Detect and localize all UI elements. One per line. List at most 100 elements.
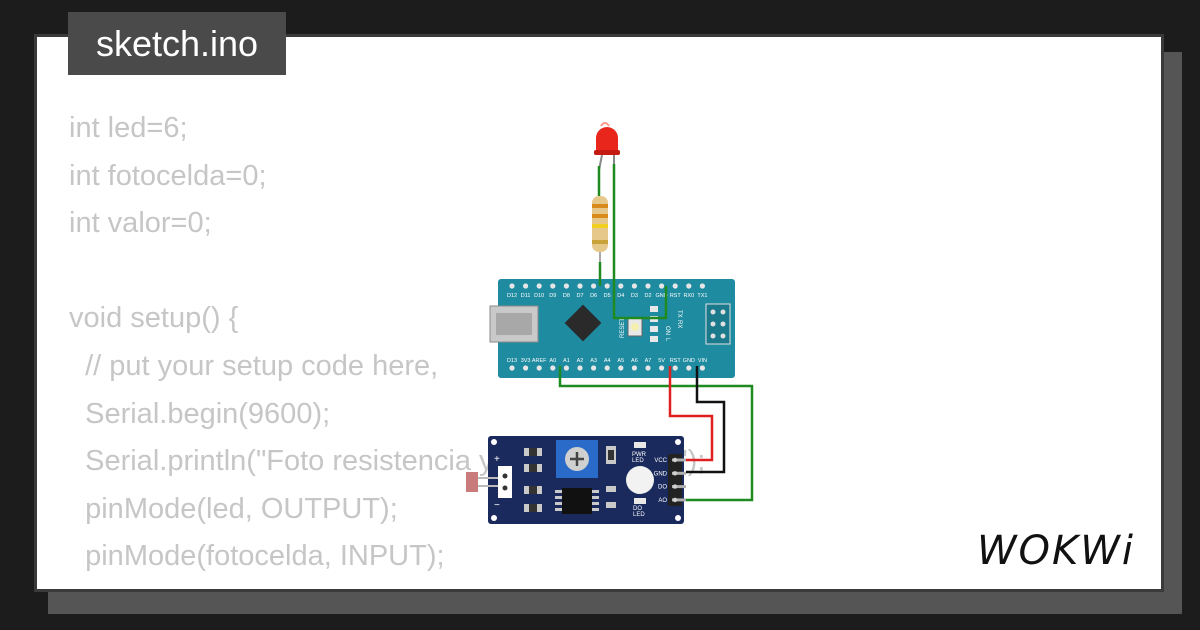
status-label-rx: RX xyxy=(676,320,682,328)
board-pin[interactable] xyxy=(631,283,638,289)
pin-label: D10 xyxy=(534,293,544,299)
pin-label: AREF xyxy=(532,358,547,364)
code-line: pinMode(led, OUTPUT); xyxy=(69,492,398,525)
pin-label: A3 xyxy=(590,358,597,364)
board-pin[interactable] xyxy=(699,365,706,371)
board-pin[interactable] xyxy=(672,283,678,289)
board-pin[interactable] xyxy=(509,365,515,371)
board-pin[interactable] xyxy=(523,365,529,371)
sensor-pin-label: VCC xyxy=(654,458,667,464)
sensor-pin[interactable] xyxy=(672,458,686,462)
board-pin[interactable] xyxy=(604,365,610,371)
sensor-pin-label: GND xyxy=(654,471,668,477)
board-pin[interactable] xyxy=(536,365,542,371)
board-pin[interactable] xyxy=(550,365,556,371)
sensor-pin[interactable] xyxy=(672,471,686,475)
wokwi-logo-text: WOKWi xyxy=(977,528,1135,574)
mount-hole xyxy=(491,515,497,521)
red-led[interactable] xyxy=(594,122,620,171)
pin-label: D4 xyxy=(617,293,624,299)
resistor-band-4 xyxy=(592,240,608,244)
board-pin[interactable] xyxy=(618,365,624,371)
sensor-pin[interactable] xyxy=(672,498,686,502)
board-pin[interactable] xyxy=(604,283,610,289)
mcu-chip xyxy=(564,304,602,342)
board-pin[interactable] xyxy=(618,283,624,289)
bottom-pin-row xyxy=(509,365,706,371)
board-pin[interactable] xyxy=(563,283,570,289)
pin-label: D5 xyxy=(604,293,611,299)
resistor-band-1 xyxy=(592,204,608,208)
pin-label: D11 xyxy=(521,293,531,299)
board-pin[interactable] xyxy=(550,283,556,289)
board-pin[interactable] xyxy=(699,283,706,289)
board-pin[interactable] xyxy=(686,365,692,371)
resistor-band-2 xyxy=(592,214,608,218)
pin-label: VIN xyxy=(698,358,707,364)
board-pin[interactable] xyxy=(591,283,597,289)
pin-label: 3V3 xyxy=(521,358,531,364)
code-line: int fotocelda=0; xyxy=(69,159,267,192)
wire-a0-ao xyxy=(558,366,754,502)
pin-label: RX0 xyxy=(683,293,694,299)
mount-hole xyxy=(491,439,497,445)
pin-label: TX1 xyxy=(697,293,707,299)
board-pin[interactable] xyxy=(523,283,529,289)
pin-label: 5V xyxy=(658,358,665,364)
do-led-label-2: LED xyxy=(633,512,645,518)
wire-led-gnd xyxy=(612,164,668,320)
pin-label: A5 xyxy=(617,358,624,364)
usb-port-inner xyxy=(496,313,532,335)
sensor-pin-label: AO xyxy=(658,498,667,504)
sensor-pin-hole xyxy=(672,457,678,463)
code-line: Serial.begin(9600); xyxy=(69,397,331,430)
pin-label: A1 xyxy=(563,358,570,364)
plus-label: + xyxy=(494,454,500,465)
file-name-tab[interactable]: sketch.ino xyxy=(68,12,286,75)
file-name: sketch.ino xyxy=(95,23,259,64)
code-line: int valor=0; xyxy=(69,207,212,240)
board-pin[interactable] xyxy=(659,365,665,371)
board-pin[interactable] xyxy=(563,365,570,371)
board-pin[interactable] xyxy=(686,283,692,289)
ldr-sensor-module[interactable]: + − PWR LED DO xyxy=(466,436,686,524)
sensor-pin-hole xyxy=(672,471,678,476)
board-pin[interactable] xyxy=(591,365,597,371)
smd-part xyxy=(606,502,616,508)
l-led xyxy=(650,336,658,342)
status-label-tx: TX xyxy=(676,310,682,318)
pin-label: D2 xyxy=(644,293,651,299)
sensor-pin-hole xyxy=(672,484,678,489)
board-pin[interactable] xyxy=(536,283,542,289)
pin-label: D3 xyxy=(631,293,638,299)
mount-hole xyxy=(675,439,681,445)
board-pin[interactable] xyxy=(645,283,651,289)
icsp-header xyxy=(705,303,731,345)
pin-label: D8 xyxy=(563,293,570,299)
code-line: int led=6; xyxy=(69,112,188,144)
sensor-pin[interactable] xyxy=(672,485,686,489)
wires xyxy=(558,164,754,502)
board-pin[interactable] xyxy=(577,365,583,371)
minus-label: − xyxy=(494,500,500,511)
pin-label: A7 xyxy=(645,358,652,364)
pin-label: A4 xyxy=(604,358,611,364)
board-pin[interactable] xyxy=(631,365,638,371)
board-pin[interactable] xyxy=(659,283,665,289)
code-line: pinMode(fotocelda, INPUT); xyxy=(69,540,445,573)
top-pin-row xyxy=(509,283,706,289)
comparator-chip xyxy=(562,488,592,514)
smd-part xyxy=(606,486,616,492)
pin-label: A0 xyxy=(549,358,556,364)
photoresistor xyxy=(466,472,478,492)
board-pin[interactable] xyxy=(645,365,651,371)
pin-label: RST xyxy=(670,293,682,299)
pin-label: GND xyxy=(683,358,695,364)
board-pin[interactable] xyxy=(577,283,583,289)
board-pin[interactable] xyxy=(672,365,678,371)
board-pin[interactable] xyxy=(509,283,515,289)
sensor-led-dome xyxy=(626,466,654,494)
pwr-led-label-2: LED xyxy=(632,458,644,464)
